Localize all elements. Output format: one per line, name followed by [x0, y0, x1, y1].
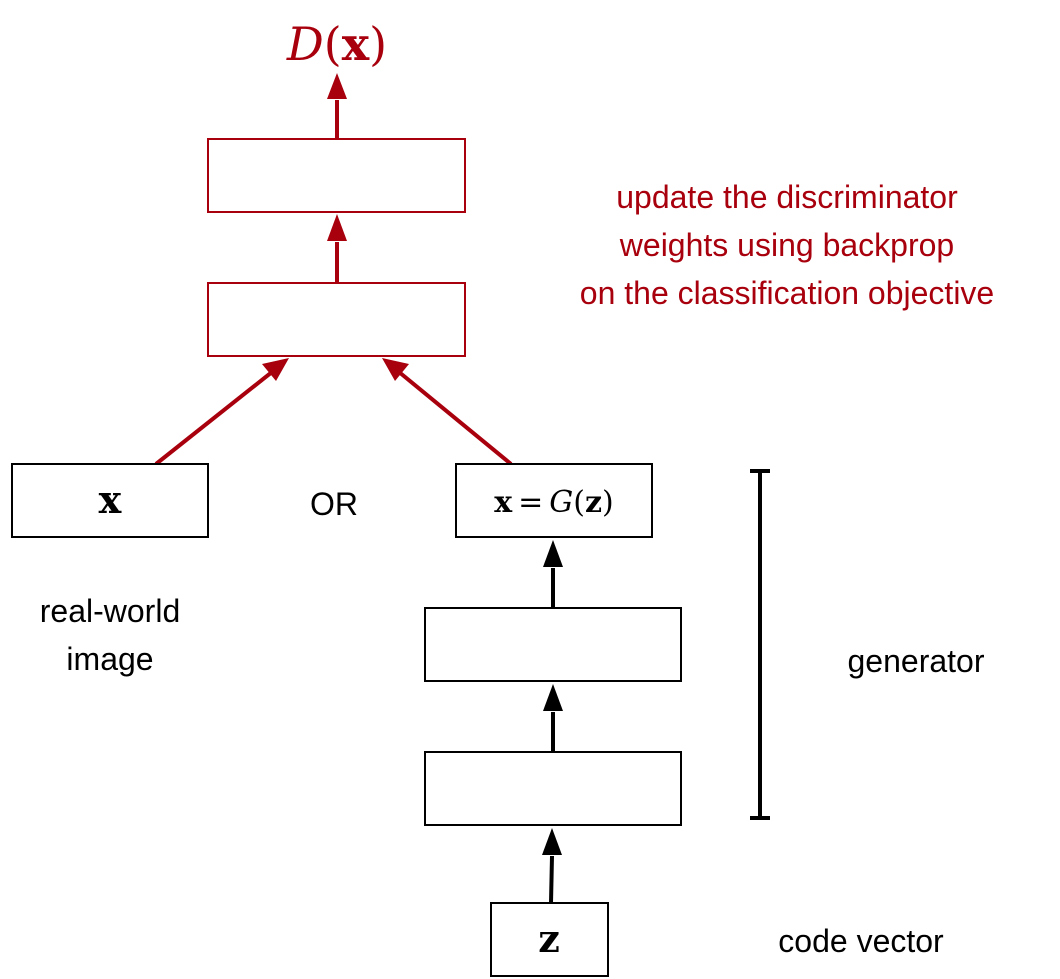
annotation-line-1: update the discriminator: [616, 179, 958, 215]
arrowhead-gen-layer2-to-layer1: [543, 684, 563, 711]
arrowhead-real-to-discriminator: [262, 358, 289, 381]
generated-lhs: x: [494, 485, 513, 520]
output-fn: D: [286, 17, 324, 71]
discriminator-arrows: [154, 73, 513, 466]
generated-arg: z: [585, 485, 602, 520]
annotation-line-3: on the classification objective: [580, 275, 994, 311]
real-caption: real-world image: [40, 593, 180, 677]
arrowhead-layer2-to-layer1: [327, 214, 347, 241]
output-arg: x: [342, 17, 370, 71]
output-open-paren: (: [324, 17, 342, 71]
arrowhead-generated-to-discriminator: [382, 358, 409, 381]
real-caption-line-2: image: [66, 641, 153, 677]
discriminator-output-label: D(x): [286, 17, 387, 71]
generated-input-label: x=G(z): [494, 485, 613, 520]
real-caption-line-1: real-world: [40, 593, 180, 629]
arrowhead-gen-layer1-to-output: [543, 540, 563, 567]
generator-layer-top: [424, 607, 682, 682]
generated-close-paren: ): [602, 485, 614, 520]
discriminator-layer-top: [207, 138, 466, 213]
arrow-real-to-discriminator: [154, 370, 274, 466]
annotation-line-2: weights using backprop: [619, 227, 954, 263]
discriminator-layer-bottom: [207, 282, 466, 357]
arrow-code-to-gen-layer2: [549, 855, 554, 904]
real-input-box: [11, 463, 209, 538]
generated-eq: =: [518, 485, 543, 520]
generated-fn: G: [549, 485, 573, 520]
arrowhead-to-output: [327, 73, 347, 99]
generator-layer-bottom: [424, 751, 682, 826]
code-input-label: z: [538, 916, 560, 961]
code-caption: code vector: [778, 923, 944, 959]
generated-open-paren: (: [573, 485, 585, 520]
generator-caption: generator: [848, 643, 985, 679]
or-label: OR: [310, 486, 358, 522]
discriminator-annotation: update the discriminator weights using b…: [580, 179, 994, 311]
arrowhead-code-to-gen-layer2: [542, 828, 562, 855]
code-input-box: [490, 902, 609, 977]
real-input-label: x: [99, 477, 122, 522]
generated-input-box: [455, 463, 653, 538]
generator-arrows: [542, 540, 563, 904]
generator-bracket: [750, 469, 770, 820]
output-close-paren: ): [369, 17, 387, 71]
arrow-generated-to-discriminator: [397, 370, 513, 466]
